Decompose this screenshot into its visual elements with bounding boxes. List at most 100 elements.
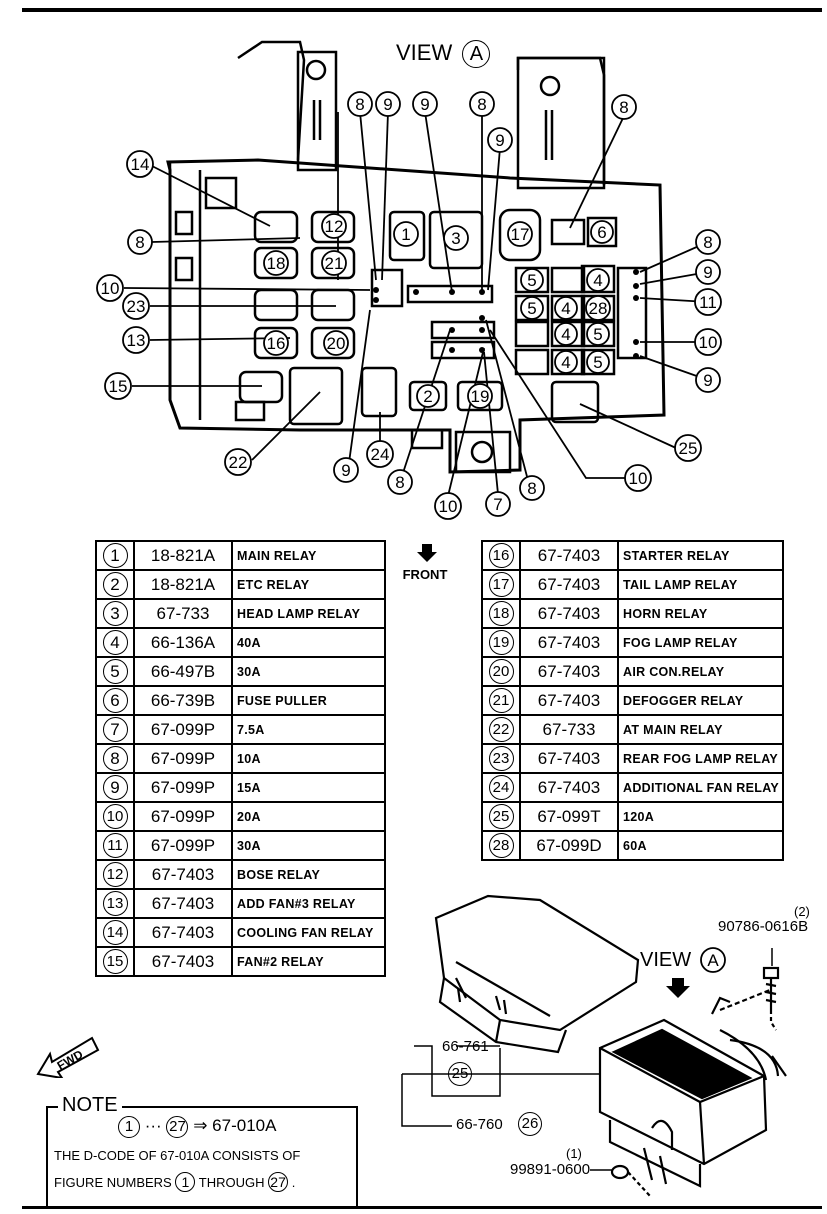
part-code: 67-7403 [519, 627, 619, 658]
note-line3-a: FIGURE NUMBERS [54, 1175, 172, 1190]
part-number: 20 [488, 659, 514, 684]
part-description: FAN#2 RELAY [231, 946, 386, 977]
svg-text:8: 8 [527, 479, 536, 498]
part-number-cell: 2 [95, 569, 135, 600]
assembly-callout-26-label: 26 [518, 1112, 542, 1136]
part-code: 67-7403 [519, 772, 619, 803]
callout-14: 14 [126, 150, 154, 178]
callout-4-a: 4 [586, 268, 610, 292]
part-description: HORN RELAY [617, 598, 784, 629]
fuse-box-diagram: 8 9 9 8 9 8 14 8 10 23 13 15 22 9 24 8 1… [96, 40, 722, 520]
part-number-cell: 12 [95, 859, 135, 890]
part-code: 67-7403 [133, 859, 233, 890]
part-number-cell: 9 [95, 772, 135, 803]
note-line3-to: 27 [268, 1172, 289, 1192]
part-code: 67-099T [519, 801, 619, 832]
note-range-to: 27 [166, 1116, 189, 1138]
part-number: 13 [102, 891, 128, 916]
svg-text:13: 13 [127, 331, 146, 350]
svg-text:4: 4 [593, 271, 602, 290]
part-number-cell: 24 [481, 772, 521, 803]
part-number: 10 [102, 804, 128, 829]
part-code: 67-7403 [519, 569, 619, 600]
part-description: TAIL LAMP RELAY [617, 569, 784, 600]
callout-6: 6 [590, 220, 614, 244]
assembly-callout-25: 25 [448, 1062, 472, 1086]
callout-9-f: 9 [695, 367, 721, 393]
part-code: 18-821A [133, 540, 233, 571]
svg-text:14: 14 [131, 155, 150, 174]
part-number-cell: 18 [481, 598, 521, 629]
part-description: ADDITIONAL FAN RELAY [617, 772, 784, 803]
callout-25: 25 [674, 434, 702, 462]
svg-text:8: 8 [395, 473, 404, 492]
assembly-view-label: VIEW [640, 949, 691, 971]
callout-9-b: 9 [412, 91, 438, 117]
callout-5-a: 5 [520, 268, 544, 292]
part-number-cell: 8 [95, 743, 135, 774]
part-description: ETC RELAY [231, 569, 386, 600]
part-number-cell: 13 [95, 888, 135, 919]
callout-28: 28 [585, 295, 611, 321]
bolt-qty: (2) [794, 904, 810, 919]
note-line-2: THE D-CODE OF 67-010A CONSISTS OF [54, 1148, 301, 1163]
part-number-cell: 16 [481, 540, 521, 571]
part-description: AIR CON.RELAY [617, 656, 784, 687]
svg-text:12: 12 [325, 217, 344, 236]
part-description: 20A [231, 801, 386, 832]
callout-1: 1 [393, 221, 419, 247]
part-code: 67-099P [133, 801, 233, 832]
part-description: 15A [231, 772, 386, 803]
callout-2: 2 [416, 384, 440, 408]
part-number: 28 [488, 833, 514, 858]
svg-text:8: 8 [355, 95, 364, 114]
part-number: 22 [488, 717, 514, 742]
note-range-code: 67-010A [212, 1116, 277, 1135]
svg-text:24: 24 [371, 445, 390, 464]
part-description: 10A [231, 743, 386, 774]
part-description: COOLING FAN RELAY [231, 917, 386, 948]
svg-text:11: 11 [699, 293, 717, 312]
part-number-cell: 1 [95, 540, 135, 571]
callout-8-a: 8 [347, 91, 373, 117]
svg-text:8: 8 [135, 233, 144, 252]
part-number-cell: 19 [481, 627, 521, 658]
callout-10-a: 10 [96, 274, 124, 302]
part-code: 67-7403 [133, 946, 233, 977]
part-description: 7.5A [231, 714, 386, 745]
svg-text:7: 7 [493, 495, 502, 514]
svg-text:21: 21 [325, 254, 344, 273]
svg-text:15: 15 [109, 377, 128, 396]
assembly-illustration: VIEW A [401, 894, 787, 1197]
part-description: BOSE RELAY [231, 859, 386, 890]
callout-5-d: 5 [586, 350, 610, 374]
svg-text:16: 16 [267, 334, 286, 353]
part-number-cell: 6 [95, 685, 135, 716]
part-number-cell: 17 [481, 569, 521, 600]
note-box [46, 1106, 358, 1208]
part-code: 66-739B [133, 685, 233, 716]
view-letter: A [462, 40, 491, 68]
part-number-cell: 7 [95, 714, 135, 745]
top-border [22, 8, 822, 12]
down-arrow-icon [666, 978, 690, 998]
svg-text:1: 1 [401, 225, 410, 244]
part-number: 5 [102, 659, 128, 684]
part-number: 11 [102, 833, 128, 858]
part-description: 30A [231, 830, 386, 861]
fwd-arrow-icon: FWD [36, 1036, 100, 1078]
part-number-cell: 22 [481, 714, 521, 745]
callout-4-c: 4 [554, 322, 578, 346]
svg-text:8: 8 [703, 233, 712, 252]
svg-text:9: 9 [703, 263, 712, 282]
box-code: 66-760 [456, 1116, 503, 1133]
svg-text:10: 10 [699, 333, 718, 352]
